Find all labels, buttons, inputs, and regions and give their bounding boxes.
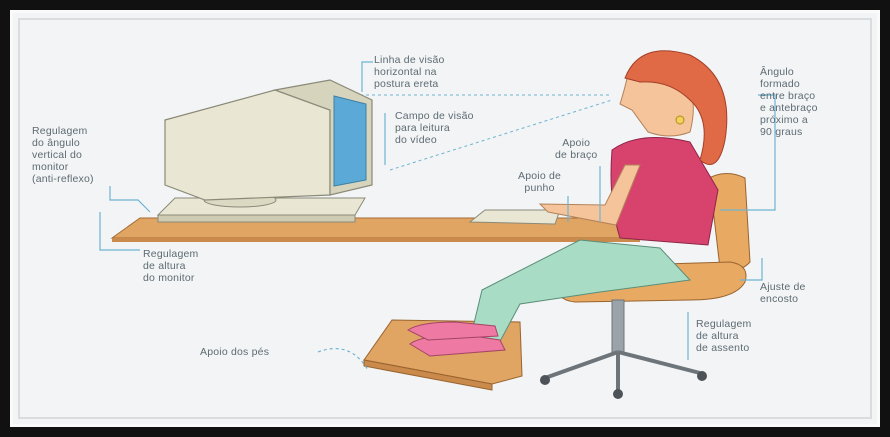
label-apoio-braco: Apoio de braço (555, 137, 597, 161)
label-apoio-pes: Apoio dos pés (200, 346, 269, 358)
label-altura-monitor: Regulagem de altura do monitor (143, 248, 199, 284)
label-linha-visao: Linha de visão horizontal na postura ere… (374, 54, 445, 90)
label-angulo-braco: Ângulo formado entre braço e antebraço p… (760, 66, 818, 138)
keyboard (470, 210, 560, 224)
label-angulo-vertical-monitor: Regulagem do ângulo vertical do monitor … (32, 125, 94, 185)
label-apoio-punho: Apoio de punho (518, 170, 561, 194)
monitor (165, 80, 372, 200)
label-ajuste-encosto: Ajuste de encosto (760, 281, 806, 305)
label-campo-visao: Campo de visão para leitura do vídeo (395, 110, 474, 146)
label-altura-assento: Regulagem de altura de assento (696, 318, 752, 354)
